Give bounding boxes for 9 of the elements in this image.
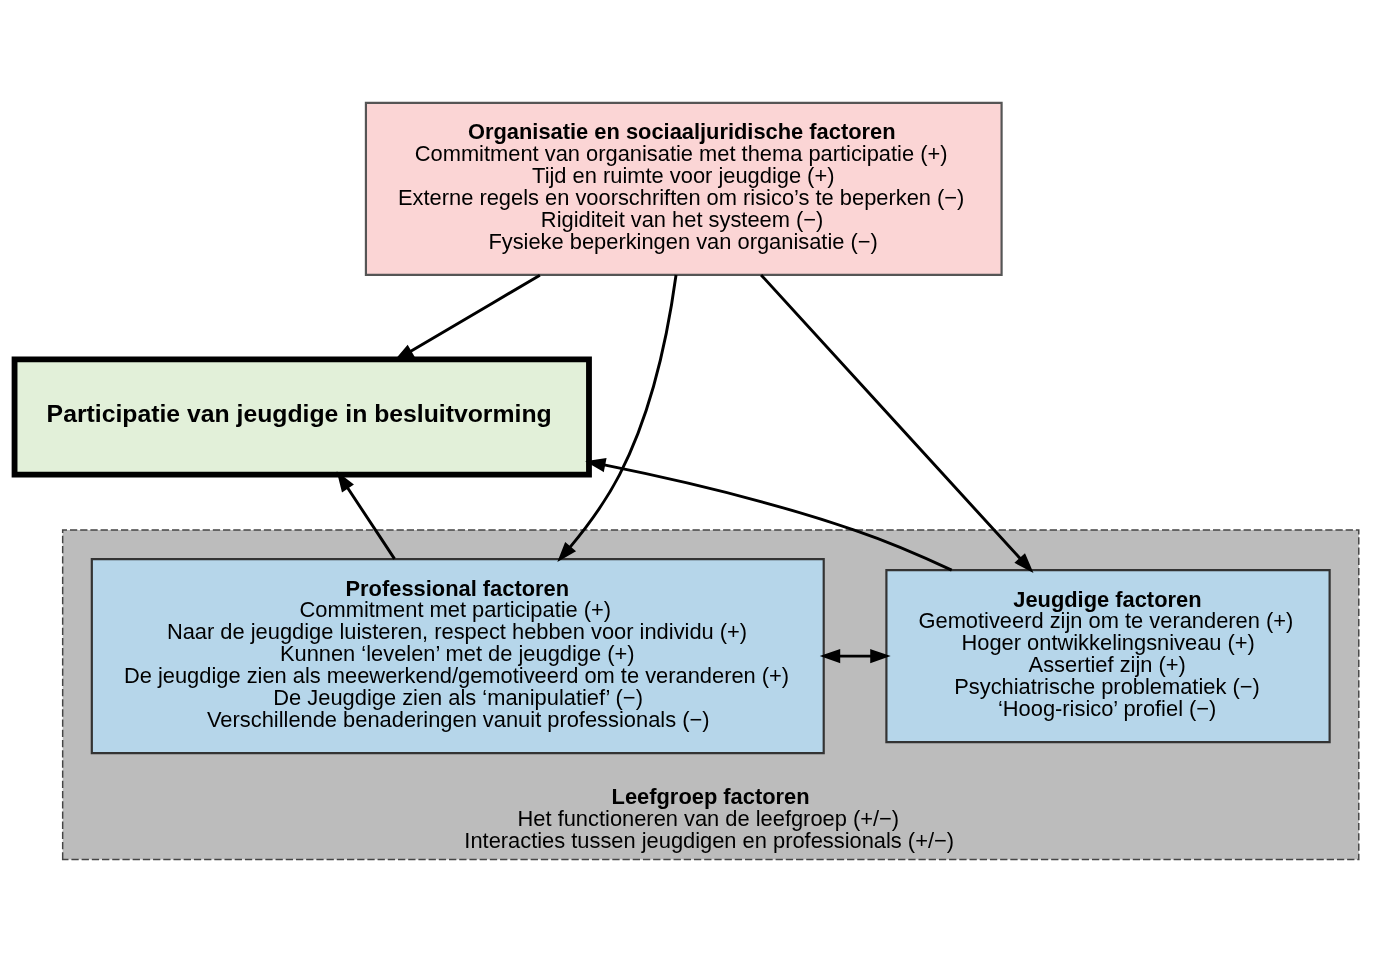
- node-box: Professional factoren Commitment met participatie (+) Naar de jeugdige luisteren, respect hebben voor individu (+) Kunnen ‘levelen’ met de jeugdige (+) De jeugdige zien als meewerkend/gemotiveerd om te veranderen (+) De Jeugdige zien als ‘manipulatief’ (−) Verschillende benaderingen vanuit professionals (−): [90, 558, 825, 755]
- node-box: Participatie van jeugdige in besluitvorming: [11, 356, 592, 478]
- arrow: [819, 648, 891, 664]
- arrow: [585, 458, 953, 572]
- arrow: [557, 274, 678, 563]
- node-box: Organisatie en sociaaljuridische factoren Commitment van organisatie met thema participatie (+) Tijd en ruimte voor jeugdige (+) Externe regels en voorschriften om risico’s te beperken (−) Rigiditeit van het systeem (−) Fysieke beperkingen van organisatie (−): [364, 101, 1003, 276]
- arrow: [336, 471, 396, 560]
- arrow: [760, 273, 1034, 574]
- node-box: Jeugdige factoren Gemotiveerd zijn om te veranderen (+) Hoger ontwikkelingsniveau (+) Assertief zijn (+) Psychiatrische problematiek (−) ‘Hoog-risico’ profiel (−): [885, 569, 1331, 744]
